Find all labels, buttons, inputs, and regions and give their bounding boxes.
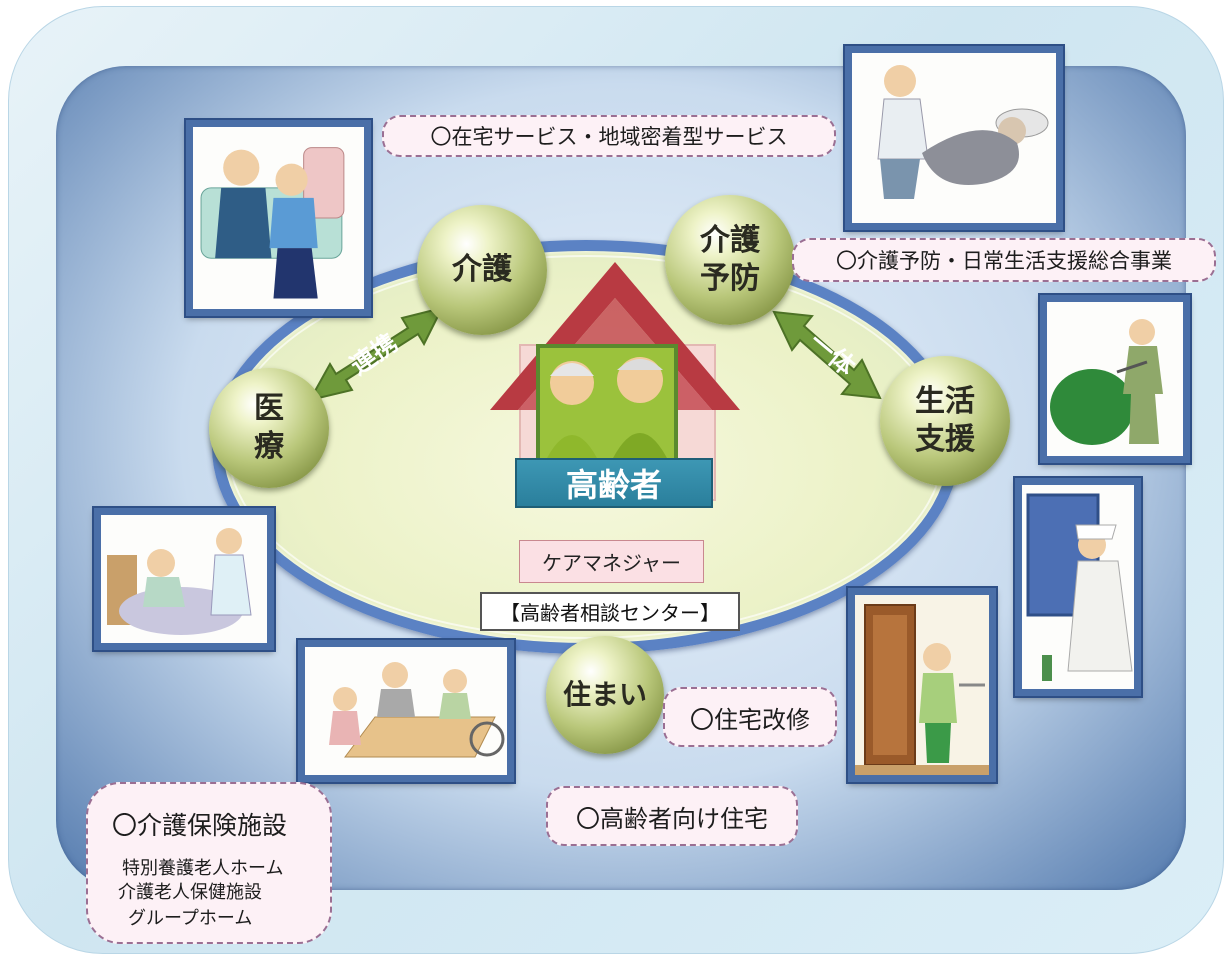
yobo-sogo-label: 〇介護予防・日常生活支援総合事業 <box>792 238 1216 282</box>
cleaning-illustration <box>1015 478 1141 696</box>
consult-center-box: 【高齢者相談センター】 <box>480 592 740 631</box>
kaigo-hoken-shisetsu-box: 〇介護保険施設 特別養護老人ホーム 介護老人保健施設 グループホーム <box>86 782 332 944</box>
care-manager-box: ケアマネジャー <box>519 540 704 583</box>
facility-item: 介護老人保健施設 <box>118 882 262 903</box>
house-icon <box>490 262 740 501</box>
facility-item: グループホーム <box>128 908 253 929</box>
caregiver-illustration <box>186 120 371 316</box>
sumai-node: 住まい <box>546 636 664 754</box>
koreisha-jutaku-label: 〇高齢者向け住宅 <box>546 786 798 846</box>
facilities-title: 〇介護保険施設 <box>112 811 288 840</box>
jutaku-kaishu-label: 〇住宅改修 <box>663 687 837 747</box>
yobo-node: 介護 予防 <box>665 195 795 325</box>
koreisha-label: 高齢者 <box>515 458 713 508</box>
meal-illustration <box>298 640 514 782</box>
ittai-arrow <box>772 310 882 400</box>
handrail-illustration <box>848 588 996 782</box>
medical-visit-illustration <box>94 508 274 650</box>
gardening-illustration <box>1040 295 1190 463</box>
iryo-node: 医 療 <box>209 368 329 488</box>
kaigo-node: 介護 <box>417 205 547 335</box>
facility-item: 特別養護老人ホーム <box>122 858 284 879</box>
seikatsu-node: 生活 支援 <box>880 356 1010 486</box>
zaitaku-service-label: 〇在宅サービス・地域密着型サービス <box>382 115 836 157</box>
rehabilitation-illustration <box>845 46 1063 230</box>
